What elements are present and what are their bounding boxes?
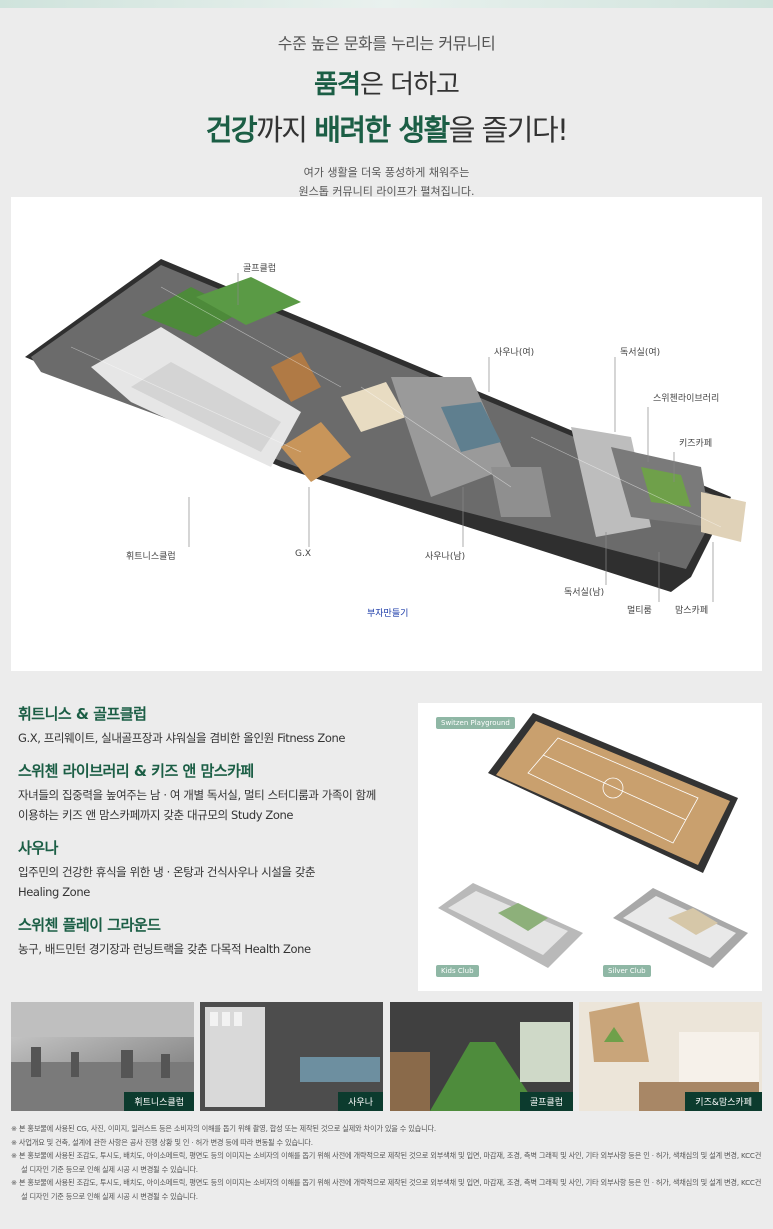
map-footer-link[interactable]: 부자만들기 [367,609,409,619]
label-study-female: 독서실(여) [620,348,661,358]
hero-description: 여가 생활을 더욱 풍성하게 채워주는 원스톱 커뮤니티 라이프가 펼쳐집니다. [0,163,773,201]
photo-kids-moms-cafe: 키즈&맘스카페 [579,1002,762,1111]
hero-headline-1: 품격은 더하고 [0,64,773,101]
zone-item: 스위첸 라이브러리 & 키즈 앤 맘스카페 자녀들의 집중력을 높여주는 남 ·… [18,760,408,825]
zone-desc: G.X, 프리웨이트, 실내골프장과 샤워실을 겸비한 올인원 Fitness … [18,731,346,745]
top-accent-bar [0,0,773,8]
zone-title: 스위첸 라이브러리 & 키즈 앤 맘스카페 [18,762,254,780]
zone-item: 휘트니스 & 골프클럽 G.X, 프리웨이트, 실내골프장과 샤워실을 겸비한 … [18,703,408,748]
zone-title: 스위첸 플레이 그라운드 [18,916,161,934]
label-golf-club: 골프클럽 [243,264,277,274]
disclaimer-line: ※ 본 홍보물에 사용된 CG, 사진, 이미지, 일러스트 등은 소비자의 이… [11,1124,436,1133]
zone-title: 휘트니스 & 골프클럽 [18,705,147,723]
hero-headline-2-mid: 까지 [256,113,315,147]
disclaimer-line: ※ 사업개요 및 건축, 설계에 관한 사항은 공사 진행 상황 및 인 · 허… [11,1137,313,1147]
disclaimer-line: ※ 본 홍보물에 사용된 조감도, 투시도, 배치도, 아이소메트릭, 평면도 … [11,1151,762,1174]
label-moms-cafe: 맘스카페 [675,606,709,616]
photo-caption: 사우나 [338,1092,383,1111]
zone-item: 스위첸 플레이 그라운드 농구, 배드민턴 경기장과 런닝트랙을 갖춘 다목적 … [18,914,408,959]
hero-desc-line-2: 원스톱 커뮤니티 라이프가 펼쳐집니다. [298,185,475,198]
zone-title: 사우나 [18,839,58,857]
photo-caption: 키즈&맘스카페 [685,1092,762,1111]
photo-golf: 골프클럽 [390,1002,573,1111]
hero-headline-2: 건강까지 배려한 생활을 즐기다! [0,107,773,149]
hero-eyebrow: 수준 높은 문화를 누리는 커뮤니티 [277,34,496,53]
zone-desc: 농구, 배드민턴 경기장과 런닝트랙을 갖춘 다목적 Health Zone [18,942,311,956]
disclaimer-notes: ※ 본 홍보물에 사용된 CG, 사진, 이미지, 일러스트 등은 소비자의 이… [11,1122,762,1203]
zone-desc: 입주민의 건강한 휴식을 위한 냉 · 온탕과 건식사우나 시설을 갖춘 Hea… [18,865,316,899]
hero-section: 수준 높은 문화를 누리는 커뮤니티 품격은 더하고 건강까지 배려한 생활을 … [0,30,773,201]
photo-sauna: 사우나 [200,1002,383,1111]
playground-illustration [438,713,748,968]
photo-caption: 휘트니스클럽 [124,1092,194,1111]
isometric-plan-illustration [25,259,746,602]
community-floor-plan: 골프클럽 사우나(여) 독서실(여) 스위첸라이브러리 키즈카페 휘트니스클럽 … [11,197,762,671]
label-multi-room: 멀티룸 [627,606,652,616]
disclaimer-line: ※ 본 홍보물에 사용된 조감도, 투시도, 배치도, 아이소메트릭, 평면도 … [11,1178,762,1201]
photo-caption: 골프클럽 [519,1092,573,1111]
label-gx: G.X [295,549,312,559]
hero-headline-2-rest: 을 즐기다! [448,113,569,147]
label-sauna-female: 사우나(여) [494,348,535,358]
label-sauna-male: 사우나(남) [425,552,466,562]
zone-item: 사우나 입주민의 건강한 휴식을 위한 냉 · 온탕과 건식사우나 시설을 갖춘… [18,837,408,902]
label-switzen-library: 스위첸라이브러리 [653,394,720,404]
playground-panel: Switzen Playground Kids Club Silver Club [418,703,762,991]
label-fitness-club: 휘트니스클럽 [126,552,176,562]
tag-silver-club: Silver Club [603,965,651,977]
hero-headline-2-bold-a: 건강 [205,113,258,147]
label-kids-cafe: 키즈카페 [679,439,713,449]
hero-headline-1-bold: 품격 [314,70,361,100]
zone-list: 휘트니스 & 골프클럽 G.X, 프리웨이트, 실내골프장과 샤워실을 겸비한 … [18,703,408,971]
zone-desc: 자녀들의 집중력을 높여주는 남 · 여 개별 독서실, 멀티 스터디룸과 가족… [18,788,376,822]
photo-strip: 휘트니스클럽 사우나 골프클럽 키즈&맘스카페 [11,1002,762,1111]
hero-headline-1-rest: 은 더하고 [359,70,460,100]
tag-switzen-playground: Switzen Playground [436,717,515,729]
photo-fitness: 휘트니스클럽 [11,1002,194,1111]
hero-desc-line-1: 여가 생활을 더욱 풍성하게 채워주는 [303,166,470,179]
tag-kids-club: Kids Club [436,965,479,977]
hero-headline-2-bold-b: 배려한 생활 [314,113,450,147]
label-study-male: 독서실(남) [564,588,605,598]
